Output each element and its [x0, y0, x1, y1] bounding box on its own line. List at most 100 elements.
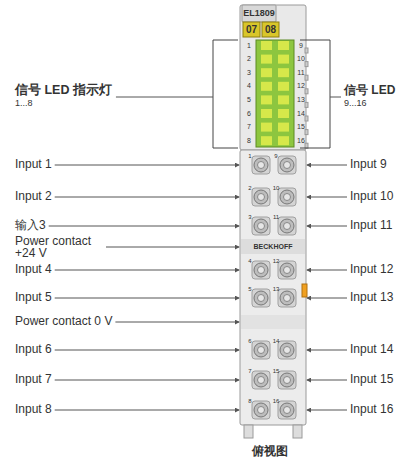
leader-line — [49, 226, 239, 227]
signal-name: Input 12 — [350, 263, 393, 276]
terminal-number: 9 — [274, 153, 277, 160]
contact-opening — [258, 267, 265, 274]
led-number: 11 — [297, 69, 304, 77]
spring-contact — [254, 403, 268, 417]
led-number: 14 — [297, 110, 305, 118]
led-number: 8 — [247, 137, 251, 145]
leader-line — [55, 350, 239, 351]
leader-line — [307, 226, 347, 227]
terminal-number: 3 — [248, 214, 251, 221]
spring-contact — [280, 263, 294, 277]
leader-line — [55, 165, 239, 166]
terminal-number: 16 — [273, 398, 280, 405]
led-callout: 1...8 — [15, 99, 33, 109]
contact-frame — [278, 401, 296, 419]
contact-frame — [278, 289, 296, 307]
led-number: 16 — [297, 137, 305, 145]
led-number: 12 — [297, 82, 305, 90]
led-callout: 信号 LED 指示灯 — [15, 84, 112, 98]
spring-contact — [254, 343, 268, 357]
terminal-housing-body — [240, 150, 306, 425]
signal-name: Input 9 — [350, 158, 387, 171]
spring-contact — [254, 263, 268, 277]
contact-frame — [278, 188, 296, 206]
yellow-label — [262, 22, 279, 37]
contact-opening — [284, 223, 291, 230]
leader-line — [116, 97, 213, 98]
spring-contact — [254, 373, 268, 387]
signal-name: Power contact 0 V — [15, 315, 112, 328]
signal-name: Input 10 — [350, 190, 393, 203]
led-stripe — [278, 136, 289, 145]
led-stripe — [278, 41, 289, 50]
contact-frame — [278, 156, 296, 174]
led-number: 4 — [247, 82, 251, 90]
leader-line — [55, 298, 239, 299]
leader-line — [55, 410, 239, 411]
foot — [244, 425, 253, 438]
contact-frame — [252, 289, 270, 307]
type-tab — [242, 5, 276, 22]
contact-frame — [252, 156, 270, 174]
leader-line — [307, 350, 347, 351]
led-stripe — [261, 95, 272, 104]
spring-contact — [280, 219, 294, 233]
terminal-number: 12 — [273, 258, 280, 265]
signal-name: Input 2 — [15, 190, 52, 203]
led-stripe — [261, 136, 272, 145]
led-stripe — [261, 109, 272, 118]
contact-opening — [284, 295, 291, 302]
contact-opening — [258, 377, 265, 384]
terminal-number: 15 — [273, 368, 280, 375]
leader-line — [307, 197, 347, 198]
led-number: 3 — [247, 69, 251, 77]
signal-name: 输入3 — [15, 219, 46, 232]
led-stripe — [278, 82, 289, 91]
spring-contact — [280, 403, 294, 417]
contact-frame — [252, 188, 270, 206]
led-number: 1 — [247, 42, 251, 50]
terminal-housing-top — [240, 5, 306, 150]
contact-frame — [252, 217, 270, 235]
spring-contact — [254, 219, 268, 233]
signal-name: Input 5 — [15, 291, 52, 304]
signal-name: Input 16 — [350, 403, 393, 416]
housing-notch — [305, 62, 308, 67]
led-number: 13 — [297, 96, 305, 104]
yellow-label — [243, 22, 260, 37]
leader-line — [330, 97, 341, 98]
terminal-number: 8 — [248, 398, 251, 405]
signal-name: Input 7 — [15, 373, 52, 386]
contact-frame — [252, 261, 270, 279]
spring-contact — [280, 158, 294, 172]
contact-opening — [258, 223, 265, 230]
led-stripe — [278, 68, 289, 77]
spring-contact — [254, 291, 268, 305]
terminal-number: 1 — [248, 153, 251, 160]
led-bracket — [213, 40, 238, 148]
spring-contact — [254, 190, 268, 204]
contact-frame — [252, 341, 270, 359]
terminal-number: 4 — [248, 258, 251, 265]
signal-name: Input 8 — [15, 403, 52, 416]
led-number: 2 — [247, 55, 251, 63]
type-label: EL1809 — [243, 9, 275, 19]
spring-contact — [280, 343, 294, 357]
terminal-number: 14 — [273, 338, 280, 345]
housing-notch — [305, 102, 308, 107]
leader-line — [307, 380, 347, 381]
led-panel — [256, 40, 294, 147]
signal-name: Input 15 — [350, 373, 393, 386]
brand-band — [241, 239, 305, 254]
led-stripe — [261, 123, 272, 132]
contact-opening — [258, 347, 265, 354]
terminal-number: 7 — [248, 368, 251, 375]
brand-label: BECKHOFF — [254, 243, 293, 251]
led-stripe — [278, 123, 289, 132]
view-caption: 俯视图 — [252, 445, 288, 458]
terminal-number: 6 — [248, 338, 251, 345]
housing-notch — [305, 130, 308, 135]
contact-frame — [278, 371, 296, 389]
led-stripe — [278, 55, 289, 64]
housing-notch — [305, 75, 308, 80]
